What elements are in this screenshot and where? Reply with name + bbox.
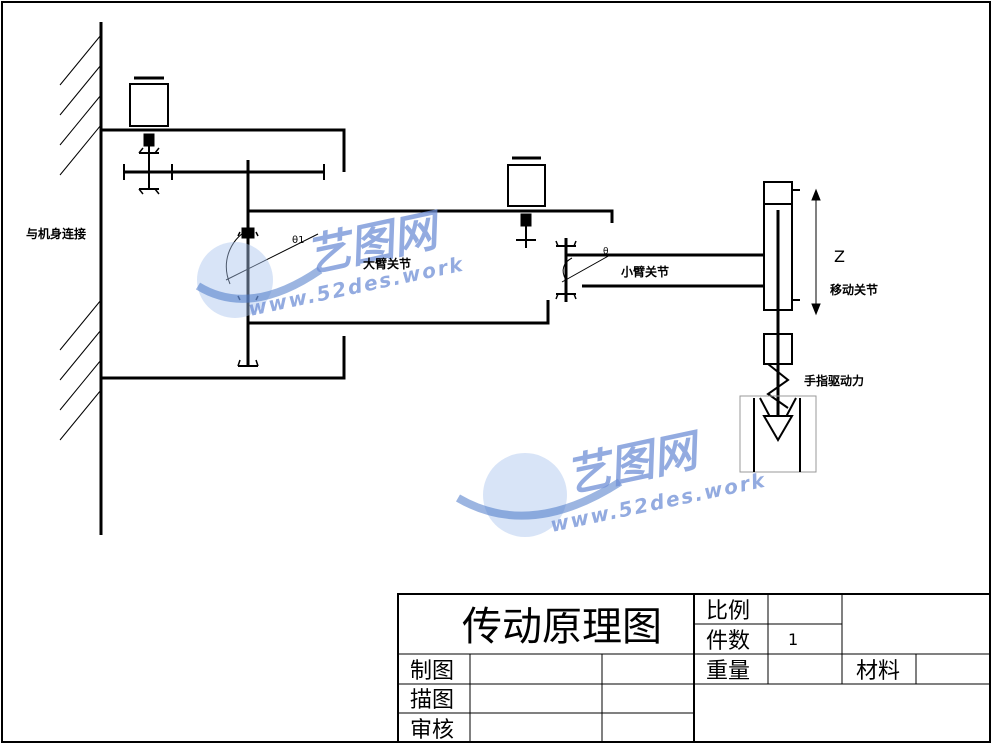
count-label: 件数 <box>706 629 750 654</box>
z-arrow <box>811 188 821 316</box>
shoulder-frame <box>101 128 346 380</box>
shaft-1 <box>123 147 325 195</box>
weight-label: 重量 <box>706 659 750 684</box>
label-finger-drive: 手指驱动力 <box>804 373 864 388</box>
material-label: 材料 <box>856 659 900 684</box>
label-z-axis: Z <box>834 247 845 266</box>
label-theta1: θ1 <box>292 235 304 246</box>
title-block-title: 传动原理图 <box>462 604 662 650</box>
label-moving-joint: 移动关节 <box>830 282 878 297</box>
count-value: 1 <box>788 630 798 649</box>
label-theta2: θ <box>603 247 609 257</box>
gripper <box>739 333 817 473</box>
draw-label: 制图 <box>410 659 454 684</box>
watermark-logo-2: 艺图网 www.52des.work <box>455 424 769 537</box>
big-arm-link <box>248 209 614 325</box>
motor-2 <box>507 156 546 248</box>
base-wall <box>59 22 103 535</box>
watermark-logo-1: 艺图网 www.52des.work <box>195 204 467 321</box>
small-arm-link <box>566 253 770 288</box>
label-small-arm-joint: 小臂关节 <box>621 264 669 279</box>
trace-label: 描图 <box>410 688 454 713</box>
title-block <box>397 593 991 743</box>
elbow-joint <box>555 238 613 302</box>
motor-1 <box>129 76 169 190</box>
ratio-label: 比例 <box>706 599 750 624</box>
label-big-arm-joint: 大臂关节 <box>363 256 411 271</box>
theta1-arc <box>225 227 319 285</box>
big-arm-shaft <box>237 160 259 367</box>
prismatic-joint <box>763 181 800 420</box>
label-body-connection: 与机身连接 <box>26 226 86 241</box>
review-label: 审核 <box>410 718 454 743</box>
